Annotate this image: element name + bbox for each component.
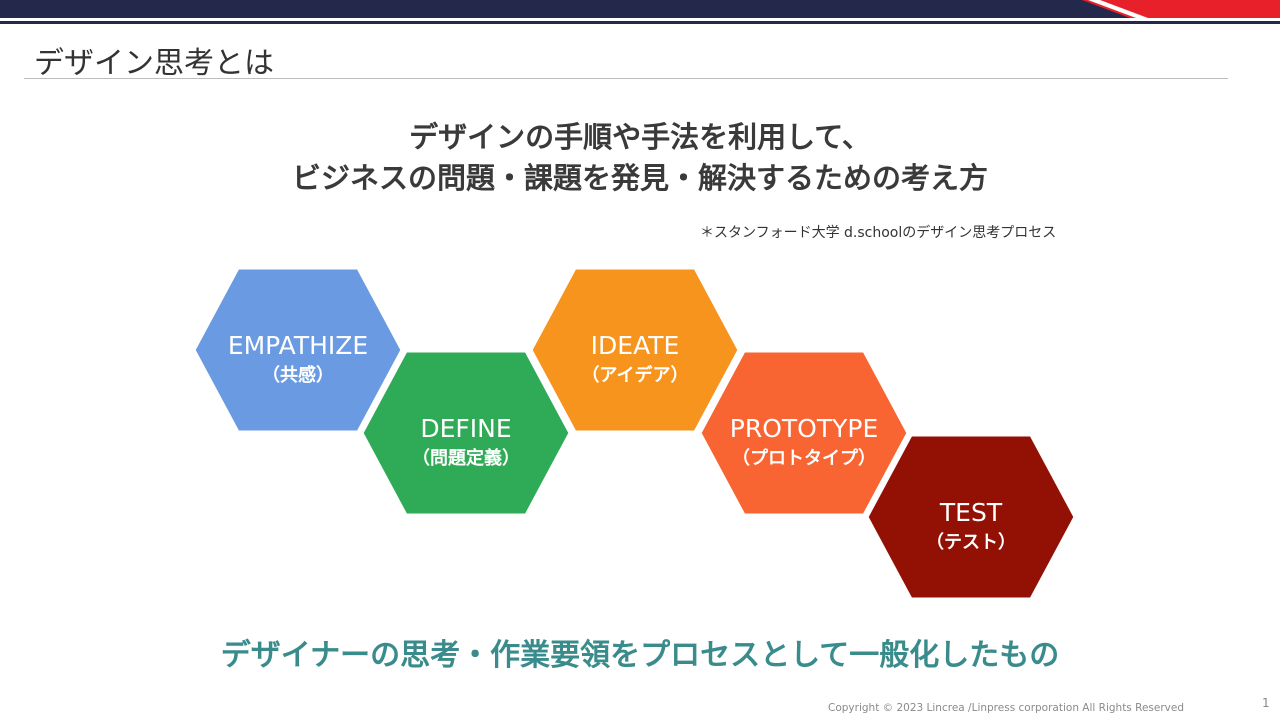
hexagon-ideate: IDEATE （アイデア） (529, 266, 741, 434)
tagline: デザイナーの思考・作業要領をプロセスとして一般化したもの (220, 638, 1060, 673)
hexagon-shape-empathize (192, 266, 404, 434)
slide-title: デザイン思考とは (34, 46, 274, 81)
headline-line-1: デザインの手順や手法を利用して、 (409, 120, 871, 154)
headline-line-2: ビジネスの問題・課題を発見・解決するための考え方 (291, 161, 988, 195)
step-subtitle-define: （問題定義） (412, 447, 520, 469)
step-name-empathize: EMPATHIZE (228, 331, 368, 360)
hexagon-test: TEST （テスト） (865, 433, 1077, 601)
step-subtitle-ideate: （アイデア） (581, 364, 688, 386)
step-subtitle-test: （テスト） (926, 532, 1016, 553)
source-note: ＊スタンフォード大学 d.schoolのデザイン思考プロセス (700, 225, 1057, 241)
step-name-prototype: PROTOTYPE (730, 414, 879, 443)
title-divider (24, 78, 1228, 79)
hexagon-prototype: PROTOTYPE （プロトタイプ） (698, 349, 910, 517)
hexagon-define: DEFINE （問題定義） (360, 349, 572, 517)
hexagon-shape-ideate (529, 266, 741, 434)
hexagon-shape-prototype (698, 349, 910, 517)
step-name-ideate: IDEATE (591, 331, 680, 360)
top-header-band (0, 0, 1280, 24)
hexagon-shape-define (360, 349, 572, 517)
hexagon-shape-test (865, 433, 1077, 601)
step-subtitle-empathize: （共感） (262, 364, 334, 386)
step-name-test: TEST (939, 498, 1003, 527)
page-number: 1 (1262, 696, 1270, 710)
copyright-text: Copyright © 2023 Lincrea /Linpress corpo… (828, 702, 1184, 714)
step-name-define: DEFINE (420, 414, 511, 443)
hexagon-empathize: EMPATHIZE （共感） (192, 266, 404, 434)
step-subtitle-prototype: （プロトタイプ） (732, 447, 876, 469)
